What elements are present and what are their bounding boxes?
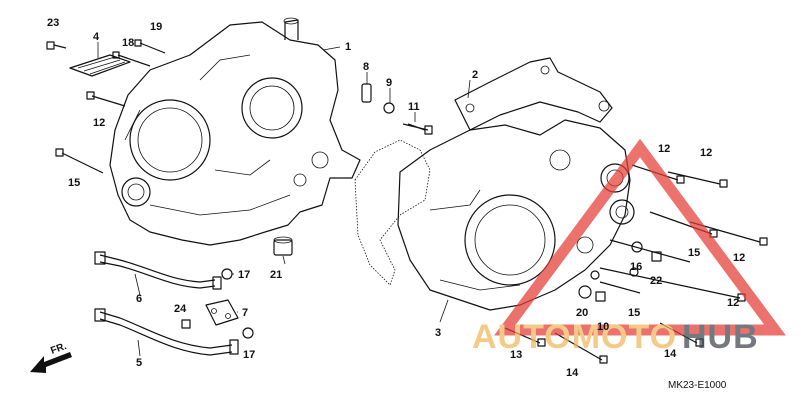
callout-21: 21: [270, 269, 282, 281]
front-direction-arrow: FR.: [30, 341, 72, 373]
callout-2: 2: [472, 69, 478, 81]
callout-6: 6: [136, 293, 142, 305]
callout-15-b: 15: [688, 247, 700, 259]
watermark-triangle: [494, 138, 786, 336]
callout-14-b: 14: [664, 348, 677, 360]
callout-19: 19: [150, 21, 162, 33]
callout-13: 13: [510, 349, 522, 361]
front-label: FR.: [49, 341, 68, 357]
callout-7: 7: [242, 307, 248, 319]
callout-17-b: 17: [243, 349, 255, 361]
callout-4: 4: [93, 31, 100, 43]
callout-20: 20: [576, 307, 588, 319]
callout-11: 11: [408, 101, 420, 113]
callout-24: 24: [174, 303, 187, 315]
front-arrow-icon: [30, 352, 72, 373]
callout-9: 9: [386, 77, 392, 89]
callout-17-a: 17: [238, 269, 250, 281]
callout-15-c: 15: [628, 307, 640, 319]
callout-23: 23: [47, 17, 59, 29]
gasket-and-pins: [361, 83, 433, 135]
mounting-bracket: [454, 57, 613, 131]
callout-10: 10: [597, 321, 609, 333]
callout-12-a: 12: [93, 117, 105, 129]
callout-12-d: 12: [733, 252, 745, 264]
drawing-code: MK23-E1000: [668, 380, 727, 391]
callout-12-e: 12: [727, 297, 739, 309]
right-crankcase: [354, 119, 635, 311]
watermark-text-hub: HUB: [682, 318, 759, 356]
callout-1: 1: [345, 41, 351, 53]
watermark-text-automoto: AUTOMOTO: [472, 318, 677, 356]
leader-lines: [97, 42, 471, 357]
callout-3: 3: [435, 327, 441, 339]
callout-16: 16: [630, 261, 642, 273]
callouts: 1 2 3 4 5 6 7 8 9 10 11 12 12 12 12 12 1…: [47, 17, 745, 379]
callout-5: 5: [136, 357, 142, 369]
callout-15-a: 15: [68, 177, 80, 189]
callout-14-a: 14: [566, 367, 579, 379]
callout-18: 18: [122, 37, 134, 49]
callout-12-b: 12: [658, 143, 670, 155]
bolts: [46, 39, 768, 364]
watermark-logo: AUTOMOTO HUB: [472, 138, 786, 356]
callout-8: 8: [363, 61, 369, 73]
callout-22: 22: [650, 275, 662, 287]
callout-12-c: 12: [700, 147, 712, 159]
left-crankcase: [109, 17, 361, 246]
